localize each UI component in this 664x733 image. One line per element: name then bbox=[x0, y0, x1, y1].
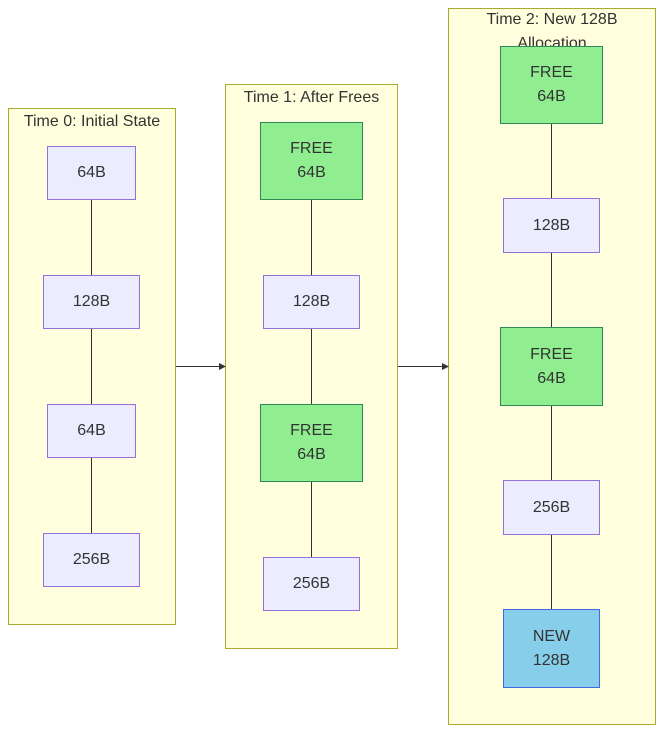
node-label: FREE bbox=[530, 345, 573, 363]
arrowhead bbox=[442, 363, 449, 370]
cluster-title-line-1: Time 2: New 128B bbox=[486, 11, 618, 28]
cluster-title: Time 0: Initial State bbox=[23, 113, 161, 130]
node-label: FREE bbox=[290, 140, 333, 157]
new-block-node: NEW 128B bbox=[503, 609, 600, 688]
node-size: 64B bbox=[297, 164, 326, 181]
node-label: 64B bbox=[77, 422, 106, 439]
cluster-title: Time 1: After Frees bbox=[243, 89, 380, 106]
edge bbox=[311, 200, 312, 275]
arrowhead bbox=[219, 363, 226, 370]
block-node: 128B bbox=[43, 275, 140, 329]
node-label: FREE bbox=[530, 64, 573, 81]
edge bbox=[551, 406, 552, 480]
block-node: 64B bbox=[47, 404, 136, 458]
edge bbox=[311, 329, 312, 404]
node-label: 128B bbox=[292, 293, 331, 310]
free-block-node: FREE 64B bbox=[260, 404, 363, 482]
edge bbox=[91, 458, 92, 533]
node-size: 128B bbox=[532, 651, 571, 669]
block-node: 128B bbox=[503, 198, 600, 253]
node-label: 64B bbox=[77, 164, 106, 181]
node-label: 128B bbox=[532, 216, 571, 234]
node-size: 64B bbox=[537, 369, 566, 387]
free-block-node: FREE 64B bbox=[260, 122, 363, 200]
node-size: 64B bbox=[297, 446, 326, 463]
edge bbox=[551, 535, 552, 609]
edge bbox=[551, 124, 552, 198]
node-label: 256B bbox=[72, 551, 111, 568]
edge bbox=[551, 253, 552, 327]
free-block-node: FREE 64B bbox=[500, 327, 603, 406]
block-node: 64B bbox=[47, 146, 136, 200]
node-label: 256B bbox=[292, 575, 331, 592]
block-node: 256B bbox=[503, 480, 600, 535]
node-size: 64B bbox=[537, 88, 566, 105]
node-label: NEW bbox=[532, 627, 571, 645]
node-label: 256B bbox=[532, 498, 571, 516]
edge bbox=[91, 329, 92, 404]
node-label: 128B bbox=[72, 293, 111, 310]
node-label: FREE bbox=[290, 422, 333, 439]
edge bbox=[311, 482, 312, 557]
block-node: 128B bbox=[263, 275, 360, 329]
edge bbox=[91, 200, 92, 275]
block-node: 256B bbox=[43, 533, 140, 587]
block-node: 256B bbox=[263, 557, 360, 611]
free-block-node: FREE 64B bbox=[500, 46, 603, 124]
